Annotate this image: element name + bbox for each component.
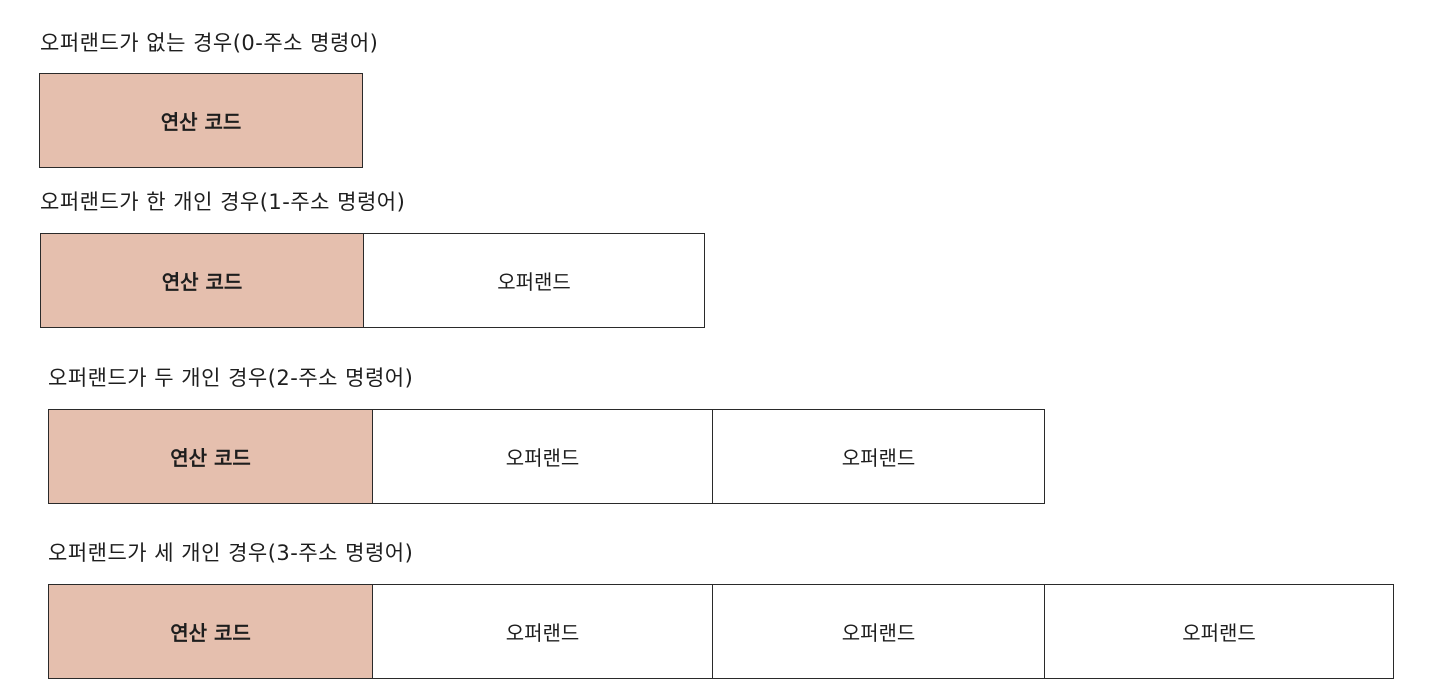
opcode-field: 연산 코드 <box>48 409 373 504</box>
section-title-3-address: 오퍼랜드가 세 개인 경우(3-주소 명령어) <box>48 541 414 565</box>
operand-field: 오퍼랜드 <box>1045 584 1394 679</box>
section-title-1-address: 오퍼랜드가 한 개인 경우(1-주소 명령어) <box>40 190 406 214</box>
opcode-field: 연산 코드 <box>39 73 363 168</box>
operand-field: 오퍼랜드 <box>364 233 705 328</box>
opcode-field: 연산 코드 <box>48 584 373 679</box>
instruction-format-2-address: 연산 코드 오퍼랜드 오퍼랜드 <box>48 409 1045 504</box>
section-title-0-address: 오퍼랜드가 없는 경우(0-주소 명령어) <box>40 31 379 55</box>
instruction-format-1-address: 연산 코드 오퍼랜드 <box>40 233 705 328</box>
section-title-2-address: 오퍼랜드가 두 개인 경우(2-주소 명령어) <box>48 366 414 390</box>
opcode-field: 연산 코드 <box>40 233 364 328</box>
instruction-format-0-address: 연산 코드 <box>39 73 363 168</box>
operand-field: 오퍼랜드 <box>713 409 1045 504</box>
operand-field: 오퍼랜드 <box>373 584 713 679</box>
operand-field: 오퍼랜드 <box>373 409 713 504</box>
operand-field: 오퍼랜드 <box>713 584 1045 679</box>
instruction-format-3-address: 연산 코드 오퍼랜드 오퍼랜드 오퍼랜드 <box>48 584 1394 679</box>
